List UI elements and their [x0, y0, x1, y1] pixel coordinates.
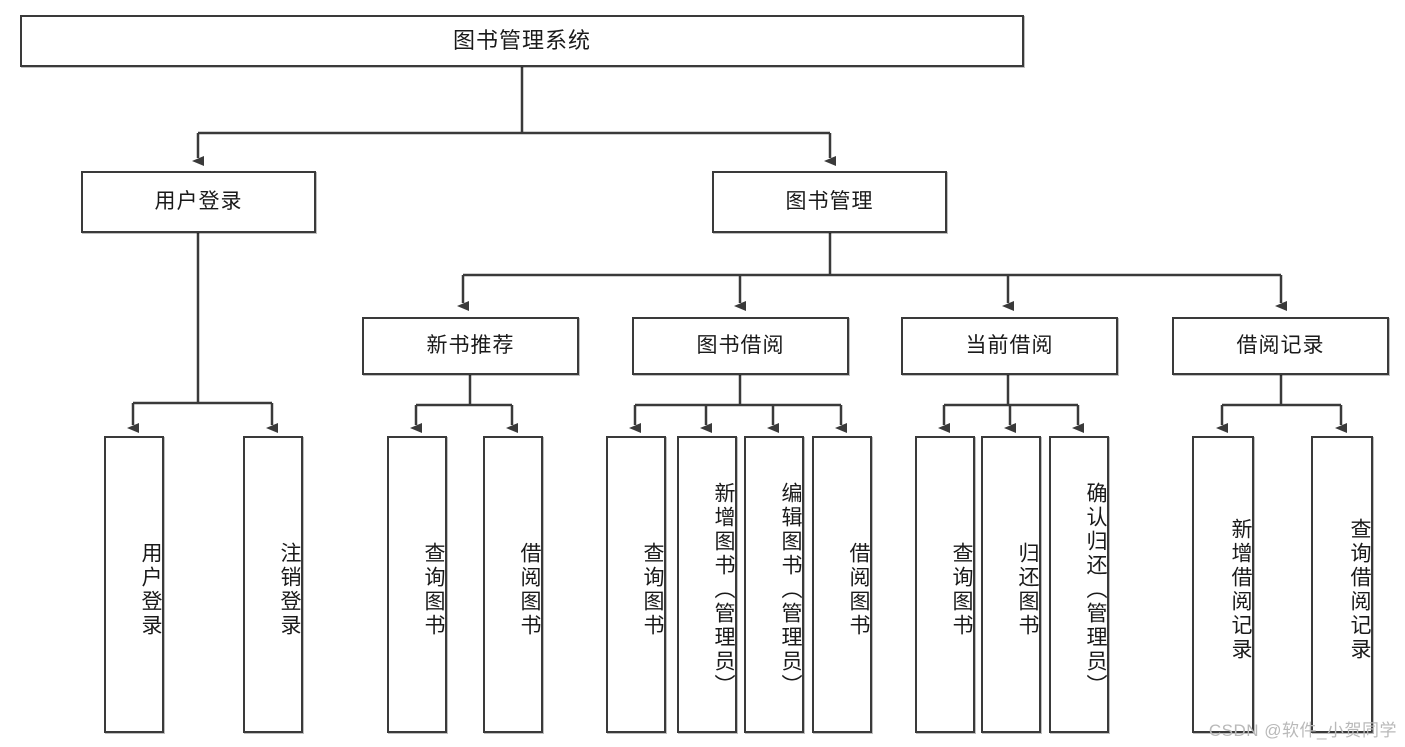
watermark: CSDN @软件_小贺同学 [1208, 721, 1397, 740]
node-label: 图书管理 [785, 190, 874, 214]
leaf-borrow-edit-book-admin[interactable]: 编辑图书（管理员） [744, 436, 804, 733]
leaf-user-login-login[interactable]: 用户登录 [104, 436, 164, 733]
leaf-current-return-book[interactable]: 归还图书 [981, 436, 1041, 733]
node-label: 图书管理系统 [452, 27, 591, 53]
node-label: 借阅图书 [518, 541, 541, 638]
node-user-login[interactable]: 用户登录 [81, 171, 316, 233]
node-label: 查询图书 [950, 541, 973, 638]
node-label: 编辑图书（管理员） [779, 481, 802, 698]
node-book-management[interactable]: 图书管理 [712, 171, 947, 233]
leaf-record-query-record[interactable]: 查询借阅记录 [1311, 436, 1373, 733]
leaf-borrow-borrow-book[interactable]: 借阅图书 [812, 436, 872, 733]
leaf-current-confirm-return-admin[interactable]: 确认归还（管理员） [1049, 436, 1109, 733]
node-label: 新增借阅记录 [1229, 517, 1252, 662]
leaf-record-add-record[interactable]: 新增借阅记录 [1192, 436, 1254, 733]
leaf-recommend-query-book[interactable]: 查询图书 [387, 436, 447, 733]
node-label: 用户登录 [139, 541, 162, 638]
node-label: 图书借阅 [696, 334, 785, 358]
leaf-borrow-add-book-admin[interactable]: 新增图书（管理员） [677, 436, 737, 733]
node-new-book-recommend[interactable]: 新书推荐 [362, 317, 579, 375]
leaf-user-login-logout[interactable]: 注销登录 [243, 436, 303, 733]
node-label: 归还图书 [1016, 541, 1039, 638]
node-label: 新增图书（管理员） [712, 481, 735, 698]
node-label: 查询借阅记录 [1348, 517, 1371, 662]
node-label: 注销登录 [278, 541, 301, 638]
node-root-system[interactable]: 图书管理系统 [20, 15, 1024, 67]
node-book-borrow[interactable]: 图书借阅 [632, 317, 849, 375]
node-label: 查询图书 [422, 541, 445, 638]
node-label: 借阅图书 [847, 541, 870, 638]
leaf-recommend-borrow-book[interactable]: 借阅图书 [483, 436, 543, 733]
node-borrow-record[interactable]: 借阅记录 [1172, 317, 1389, 375]
node-label: 查询图书 [641, 541, 664, 638]
node-label: 确认归还（管理员） [1084, 481, 1107, 698]
node-label: 当前借阅 [965, 334, 1054, 358]
node-label: 借阅记录 [1236, 334, 1325, 358]
leaf-current-query-book[interactable]: 查询图书 [915, 436, 975, 733]
node-current-borrow[interactable]: 当前借阅 [901, 317, 1118, 375]
node-label: 用户登录 [154, 190, 243, 214]
node-label: 新书推荐 [426, 334, 515, 358]
leaf-borrow-query-book[interactable]: 查询图书 [606, 436, 666, 733]
